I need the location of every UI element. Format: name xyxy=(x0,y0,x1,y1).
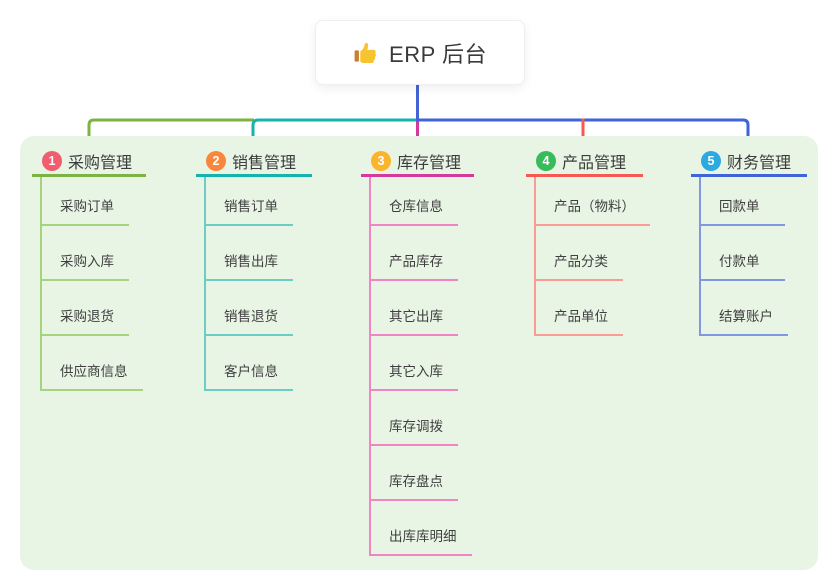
root-node[interactable]: ERP 后台 xyxy=(315,20,525,85)
child-node[interactable]: 仓库信息 xyxy=(371,177,458,226)
child-node[interactable]: 产品库存 xyxy=(371,226,458,281)
child-node[interactable]: 销售订单 xyxy=(206,177,293,226)
branch-finance: 5 财务管理 回款单 付款单 结算账户 xyxy=(691,147,807,336)
child-node[interactable]: 结算账户 xyxy=(701,281,788,336)
branch-number-badge: 4 xyxy=(536,150,556,171)
child-node[interactable]: 销售退货 xyxy=(206,281,293,336)
child-node[interactable]: 采购入库 xyxy=(42,226,129,281)
child-node[interactable]: 产品分类 xyxy=(536,226,623,281)
branch-topic[interactable]: 2 销售管理 xyxy=(196,147,312,177)
child-node[interactable]: 采购退货 xyxy=(42,281,129,336)
child-node[interactable]: 库存调拨 xyxy=(371,391,458,446)
child-node[interactable]: 库存盘点 xyxy=(371,446,458,501)
branch-title: 产品管理 xyxy=(562,154,627,172)
child-node[interactable]: 其它入库 xyxy=(371,336,458,391)
branch-title: 库存管理 xyxy=(397,154,462,172)
child-node[interactable]: 其它出库 xyxy=(371,281,458,336)
branch-number-badge: 1 xyxy=(42,150,62,171)
child-node[interactable]: 客户信息 xyxy=(206,336,293,391)
branch-title: 采购管理 xyxy=(68,154,133,172)
branch-product: 4 产品管理 产品（物料） 产品分类 产品单位 xyxy=(526,147,650,336)
branch-topic[interactable]: 3 库存管理 xyxy=(361,147,474,177)
child-node[interactable]: 回款单 xyxy=(701,177,785,226)
child-node[interactable]: 付款单 xyxy=(701,226,785,281)
branch-number-badge: 2 xyxy=(206,150,226,171)
child-node[interactable]: 供应商信息 xyxy=(42,336,143,391)
branch-children: 采购订单 采购入库 采购退货 供应商信息 xyxy=(40,177,146,391)
branch-children: 销售订单 销售出库 销售退货 客户信息 xyxy=(204,177,312,391)
branch-children: 仓库信息 产品库存 其它出库 其它入库 库存调拨 库存盘点 出库库明细 xyxy=(369,177,474,556)
thumbs-up-icon xyxy=(353,40,378,65)
branch-sales: 2 销售管理 销售订单 销售出库 销售退货 客户信息 xyxy=(196,147,312,391)
child-node[interactable]: 采购订单 xyxy=(42,177,129,226)
branch-purchase: 1 采购管理 采购订单 采购入库 采购退货 供应商信息 xyxy=(32,147,146,391)
branch-number-badge: 5 xyxy=(701,150,721,171)
child-node[interactable]: 产品（物料） xyxy=(536,177,650,226)
branch-topic[interactable]: 4 产品管理 xyxy=(526,147,643,177)
branch-topic[interactable]: 5 财务管理 xyxy=(691,147,807,177)
root-title: ERP 后台 xyxy=(389,41,487,67)
child-node[interactable]: 产品单位 xyxy=(536,281,623,336)
child-node[interactable]: 出库库明细 xyxy=(371,501,472,556)
branch-topic[interactable]: 1 采购管理 xyxy=(32,147,146,177)
branch-children: 产品（物料） 产品分类 产品单位 xyxy=(534,177,650,336)
branch-children: 回款单 付款单 结算账户 xyxy=(699,177,807,336)
branch-number-badge: 3 xyxy=(371,150,391,171)
child-node[interactable]: 销售出库 xyxy=(206,226,293,281)
branch-title: 销售管理 xyxy=(232,154,297,172)
branch-inventory: 3 库存管理 仓库信息 产品库存 其它出库 其它入库 库存调拨 库存盘点 出库库… xyxy=(361,147,474,556)
branch-title: 财务管理 xyxy=(727,154,792,172)
branches-panel xyxy=(20,136,818,570)
